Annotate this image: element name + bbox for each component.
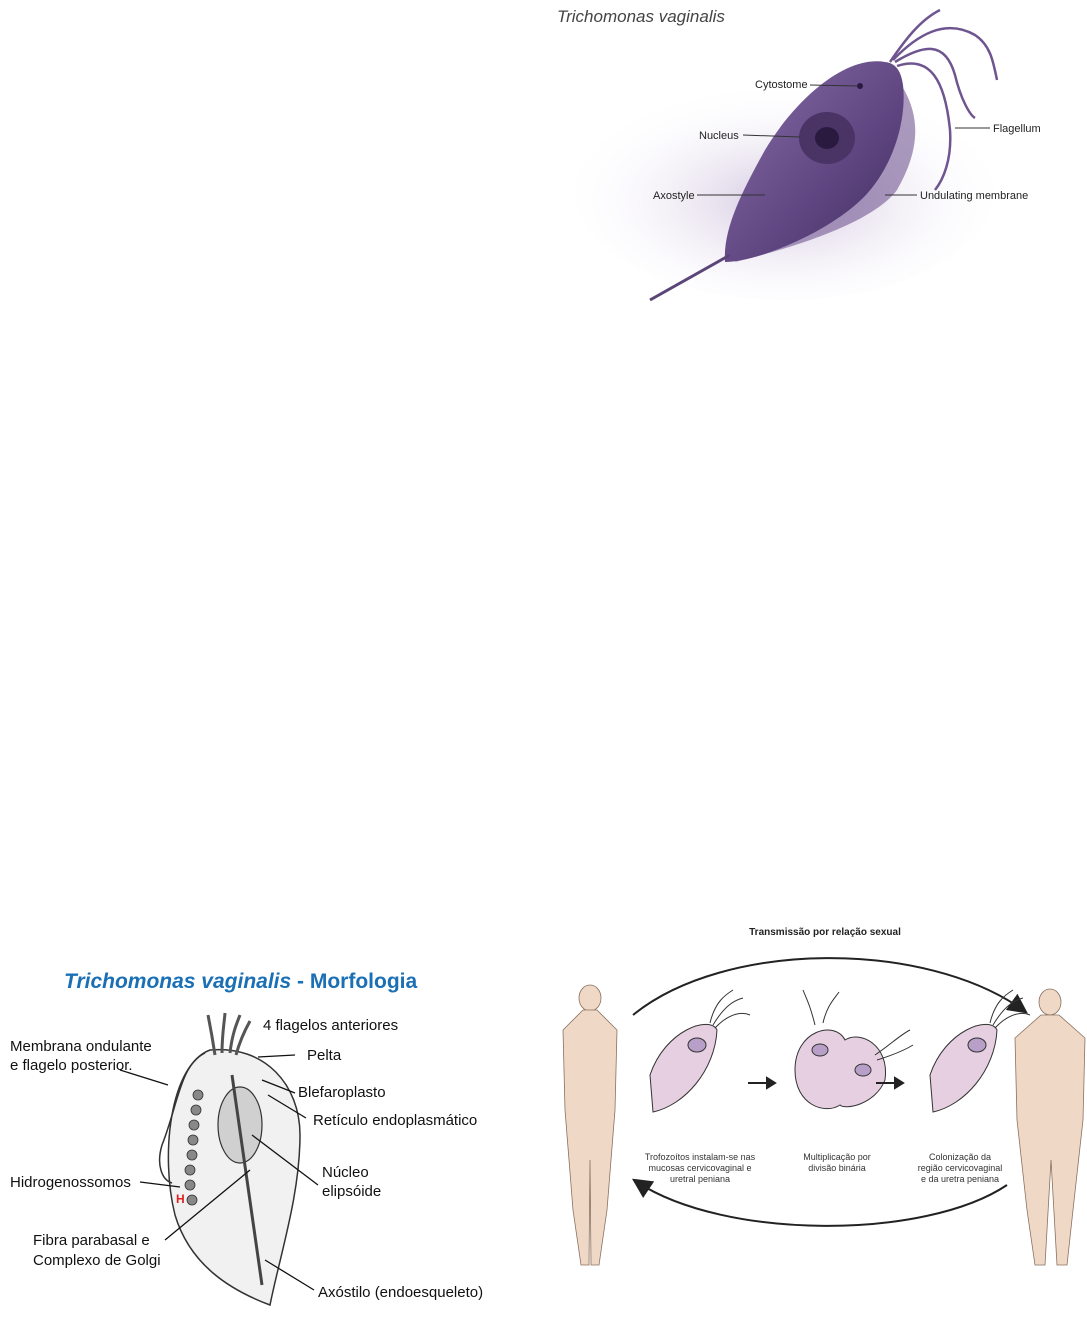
label-reticulo: Retículo endoplasmático [313, 1112, 477, 1129]
morph-undulating-membrane [158, 1052, 206, 1184]
male-figure [1014, 988, 1086, 1266]
top-cycle-arrow [632, 957, 1028, 1016]
label-fibra-line1: Fibra parabasal e [33, 1232, 150, 1249]
cell-body [724, 61, 904, 262]
morph-flagella [206, 1012, 252, 1056]
label-nucleo-line1: Núcleo [322, 1164, 369, 1181]
trophozoite-cell-1 [649, 989, 751, 1113]
label-flagellum: Flagellum [993, 123, 1041, 135]
label-nucleo-line2: elipsóide [322, 1183, 381, 1200]
label-flagelos: 4 flagelos anteriores [263, 1017, 398, 1034]
transmission-diagram: Transmissão por relação sexual [545, 920, 1087, 1282]
morph-hydrogenosomes [184, 1089, 204, 1206]
step-2-line-1: Multiplicação por [803, 1152, 871, 1162]
morphology-title: Trichomonas vaginalis - Morfologia [64, 970, 417, 993]
label-membrana-line1: Membrana ondulante [10, 1038, 152, 1055]
step-3-line-1: Colonização da [929, 1152, 991, 1162]
leader-lines [697, 84, 990, 196]
label-blefaroplasto: Blefaroplasto [298, 1084, 386, 1101]
step-2-line-2: divisão binária [808, 1163, 866, 1173]
morph-axostyle [230, 1074, 264, 1286]
label-nucleus: Nucleus [699, 130, 739, 142]
trophozoite-cell-3 [929, 989, 1031, 1113]
morphology-svg: Trichomonas vaginalis - Morfologia H [10, 970, 483, 1307]
label-membrana-line2: e flagelo posterior. [10, 1057, 133, 1074]
top-trichomonas-diagram: Trichomonas vaginalis Cytostome Nucleu [545, 0, 1087, 305]
transmission-title: Transmissão por relação sexual [749, 927, 901, 938]
label-cytostome: Cytostome [755, 79, 808, 91]
transmission-svg: Transmissão por relação sexual [562, 927, 1086, 1266]
bottom-cycle-arrow [631, 1178, 1008, 1227]
step-caption-3: Colonização da região cervicovaginal e d… [918, 1152, 1003, 1184]
cytostome-dot [857, 83, 863, 89]
top-diagram-title: Trichomonas vaginalis [557, 7, 725, 26]
axostyle-tail [649, 253, 731, 302]
label-axostyle: Axostyle [653, 190, 695, 202]
label-undulating-membrane: Undulating membrane [920, 190, 1028, 202]
morph-red-marker: H [176, 1192, 185, 1206]
step-caption-2: Multiplicação por divisão binária [803, 1152, 871, 1173]
morph-cell-body [167, 1048, 301, 1307]
label-hidrogenossomos: Hidrogenossomos [10, 1174, 131, 1191]
label-fibra-line2: Complexo de Golgi [33, 1252, 161, 1269]
label-axostilo: Axóstilo (endoesqueleto) [318, 1284, 483, 1301]
nucleus-core [815, 127, 839, 149]
step-1-line-2: mucosas cervicovaginal e [648, 1163, 751, 1173]
step-1-line-1: Trofozoítos instalam-se nas [645, 1152, 756, 1162]
morph-arrows [119, 1054, 319, 1291]
flagella [888, 8, 999, 191]
morphology-title-rest: - Morfologia [291, 970, 417, 993]
step-3-line-3: e da uretra peniana [921, 1174, 999, 1184]
step-caption-1: Trofozoítos instalam-se nas mucosas cerv… [645, 1152, 756, 1184]
step-arrows [748, 1076, 905, 1090]
morphology-title-italic: Trichomonas vaginalis [64, 970, 291, 993]
step-1-line-3: uretral peniana [670, 1174, 730, 1184]
top-diagram-svg: Trichomonas vaginalis Cytostome Nucleu [557, 7, 1041, 302]
label-pelta: Pelta [307, 1047, 342, 1064]
morphology-diagram: Trichomonas vaginalis - Morfologia H [0, 955, 545, 1322]
step-3-line-2: região cervicovaginal [918, 1163, 1003, 1173]
female-figure [562, 984, 618, 1266]
dividing-cell [794, 989, 914, 1110]
